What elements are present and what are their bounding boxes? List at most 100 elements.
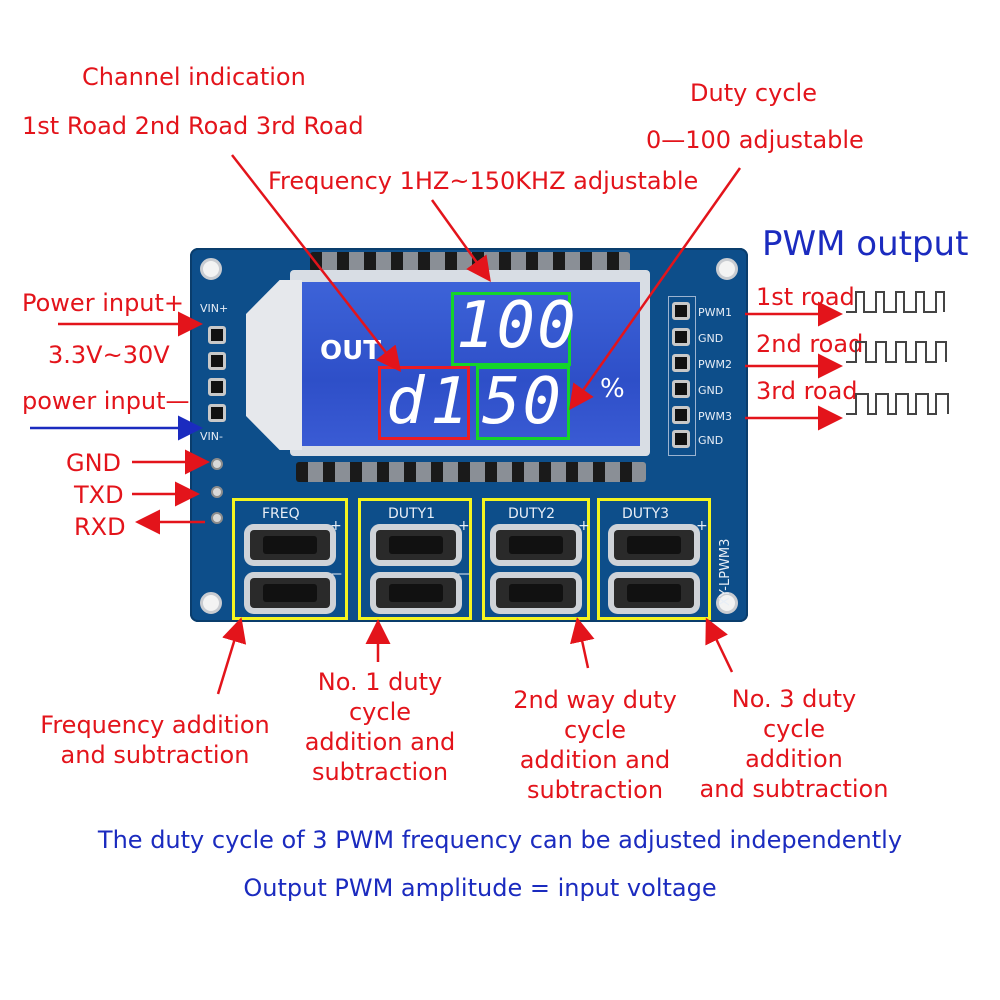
- freq-button-group: [232, 498, 348, 620]
- frequency-label: Frequency 1HZ~150KHZ adjustable: [268, 167, 699, 195]
- duty3-button-group: [597, 498, 711, 620]
- duty-cycle-title: Duty cycle: [690, 79, 817, 107]
- footer-independent-note: The duty cycle of 3 PWM frequency can be…: [97, 826, 903, 854]
- rxd-label: RXD: [74, 513, 126, 541]
- vin-minus-silk: VIN-: [200, 430, 223, 443]
- duty2-key-label: DUTY2: [508, 506, 556, 522]
- duty-highlight-box: [476, 366, 570, 440]
- freq-key-label: FREQ: [262, 506, 300, 522]
- frequency-highlight-box: [451, 292, 571, 366]
- duty1-minus-button[interactable]: [376, 578, 456, 608]
- pwm3-silk: PWM3: [698, 410, 732, 423]
- power-input-plus-label: Power input+: [22, 289, 185, 317]
- duty3-adjust-label: No. 3 duty cycle addition and subtractio…: [694, 684, 894, 804]
- duty2-adjust-line: cycle: [563, 716, 627, 744]
- txd-pad[interactable]: [211, 486, 223, 498]
- output-pin[interactable]: [672, 328, 690, 346]
- gnd-silk: GND: [698, 384, 724, 397]
- output-pin[interactable]: [672, 302, 690, 320]
- duty2-adjust-line: 2nd way duty: [513, 686, 677, 714]
- mounting-hole: [716, 258, 738, 280]
- freq-minus-button[interactable]: [250, 578, 330, 608]
- duty3-key-label: DUTY3: [622, 506, 670, 522]
- duty1-adjust-label: No. 1 duty cycle addition and subtractio…: [290, 667, 470, 787]
- output-pin[interactable]: [672, 380, 690, 398]
- arrow-duty2-keys: [570, 617, 595, 669]
- duty3-plus-button[interactable]: [614, 530, 694, 560]
- duty3-adjust-line: addition: [745, 745, 843, 773]
- duty3-adjust-line: and subtraction: [699, 775, 889, 803]
- freq-minus-sign: —: [328, 566, 342, 582]
- channel-indication-title: Channel indication: [82, 63, 306, 91]
- gnd-silk: GND: [698, 434, 724, 447]
- duty1-plus-sign: +: [458, 518, 470, 534]
- footer-amplitude-note: Output PWM amplitude = input voltage: [243, 874, 717, 902]
- lcd-channel-letter: d: [386, 365, 427, 439]
- pwm1-silk: PWM1: [698, 306, 732, 319]
- arrow-channel: [231, 154, 402, 372]
- gnd-silk: GND: [698, 332, 724, 345]
- duty-range-label: 0—100 adjustable: [646, 126, 864, 154]
- header-pin[interactable]: [208, 404, 226, 422]
- voltage-range-label: 3.3V~30V: [48, 341, 170, 369]
- duty1-plus-button[interactable]: [376, 530, 456, 560]
- duty3-adjust-line: cycle: [762, 715, 826, 743]
- arrow-frequency: [430, 199, 491, 283]
- duty1-adjust-line: subtraction: [311, 758, 449, 786]
- txd-label: TXD: [74, 481, 124, 509]
- lcd-frequency-value: 100: [456, 289, 578, 363]
- duty2-adjust-line: addition and: [519, 746, 671, 774]
- lcd-percent-sign: %: [600, 374, 625, 404]
- duty1-key-label: DUTY1: [388, 506, 436, 522]
- rxd-pad[interactable]: [211, 512, 223, 524]
- output-pin[interactable]: [672, 354, 690, 372]
- duty2-minus-button[interactable]: [496, 578, 576, 608]
- header-pin[interactable]: [208, 378, 226, 396]
- lcd-channel-digit: 1: [430, 365, 471, 439]
- freq-adjust-line: and subtraction: [60, 741, 250, 769]
- gnd-label: GND: [66, 449, 122, 477]
- duty3-plus-sign: +: [696, 518, 708, 534]
- duty3-minus-button[interactable]: [614, 578, 694, 608]
- duty2-button-group: [482, 498, 590, 620]
- freq-adjust-line: Frequency addition: [40, 711, 270, 739]
- pwm-waveform-1: [846, 291, 945, 313]
- arrow-duty: [569, 167, 742, 411]
- duty2-adjust-label: 2nd way duty cycle addition and subtract…: [500, 685, 690, 805]
- duty1-adjust-line: No. 1 duty: [317, 668, 443, 696]
- vin-plus-silk: VIN+: [200, 302, 229, 315]
- mounting-hole: [200, 592, 222, 614]
- header-pin[interactable]: [208, 352, 226, 370]
- lcd-duty-value: 50: [482, 365, 564, 439]
- duty1-adjust-line: cycle: [348, 698, 412, 726]
- pwm2-silk: PWM2: [698, 358, 732, 371]
- header-pin[interactable]: [208, 326, 226, 344]
- duty1-minus-sign: —: [456, 566, 470, 582]
- pwm-waveform-2: [846, 341, 947, 363]
- gnd-pad[interactable]: [211, 458, 223, 470]
- lcd-light-guide: [246, 280, 302, 450]
- freq-plus-button[interactable]: [250, 530, 330, 560]
- channel-roads-label: 1st Road 2nd Road 3rd Road: [22, 112, 364, 140]
- mounting-hole: [200, 258, 222, 280]
- duty1-button-group: [358, 498, 472, 620]
- road2-label: 2nd road: [756, 330, 864, 358]
- output-pin[interactable]: [672, 430, 690, 448]
- duty2-plus-button[interactable]: [496, 530, 576, 560]
- duty1-adjust-line: addition and: [304, 728, 456, 756]
- output-pin[interactable]: [672, 406, 690, 424]
- freq-plus-sign: +: [330, 518, 342, 534]
- lcd-pin-strip-bottom: [296, 462, 646, 482]
- duty2-adjust-line: subtraction: [526, 776, 664, 804]
- lcd-out-label: OUT: [320, 336, 381, 366]
- duty3-adjust-line: No. 3 duty: [731, 685, 857, 713]
- arrow-freq-keys: [216, 617, 247, 695]
- mounting-hole: [716, 592, 738, 614]
- output-header-outline: [668, 296, 696, 456]
- duty2-plus-sign: +: [578, 518, 590, 534]
- freq-adjust-label: Frequency addition and subtraction: [30, 710, 280, 770]
- pwm-output-title: PWM output: [762, 224, 969, 264]
- pwm-waveform-3: [846, 393, 949, 415]
- channel-highlight-box: [378, 366, 470, 440]
